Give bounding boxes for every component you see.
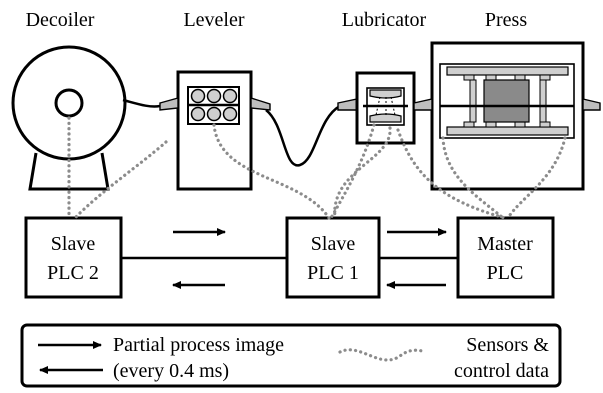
legend-dotted-text-1: Sensors & [466,334,549,356]
slave-plc-2-box [24,216,123,299]
master-plc-box [456,216,555,299]
lubricator-machine [337,71,416,145]
legend-arrow-text-2: (every 0.4 ms) [113,360,229,382]
legend-arrow-text-1: Partial process image [113,334,284,356]
legend-dotted-sample [338,348,427,362]
master-plc-line1: Master [477,233,533,255]
press-lower-platen [446,126,569,136]
press-label: Press [485,9,527,31]
slave-plc-1-line2: PLC 1 [307,262,359,284]
sensor-lines [67,116,567,220]
leveler-inlet-guide [159,97,179,111]
leveler-label: Leveler [183,9,244,31]
press-upper-platen [446,66,569,76]
decoiler-hub [54,88,84,118]
slave-plc-1-box [285,216,381,299]
master-plc-line2: PLC [487,262,524,284]
lubricator-label: Lubricator [342,9,427,31]
press-inlet-guide [413,98,433,111]
press-die-block [483,79,530,123]
slave-plc-2-line2: PLC 2 [47,262,99,284]
leveler-outlet-guide [250,97,271,111]
slave-plc-2-line1: Slave [51,233,96,255]
leveler-rollers [190,88,238,122]
legend-dotted-text-2: control data [454,360,549,382]
press-machine [413,41,601,191]
decoiler-label: Decoiler [26,9,95,31]
lubricator-inlet-guide [337,98,358,111]
legend-box [20,323,562,388]
press-outlet-guide [582,98,601,111]
slave-plc-1-line1: Slave [311,233,356,255]
